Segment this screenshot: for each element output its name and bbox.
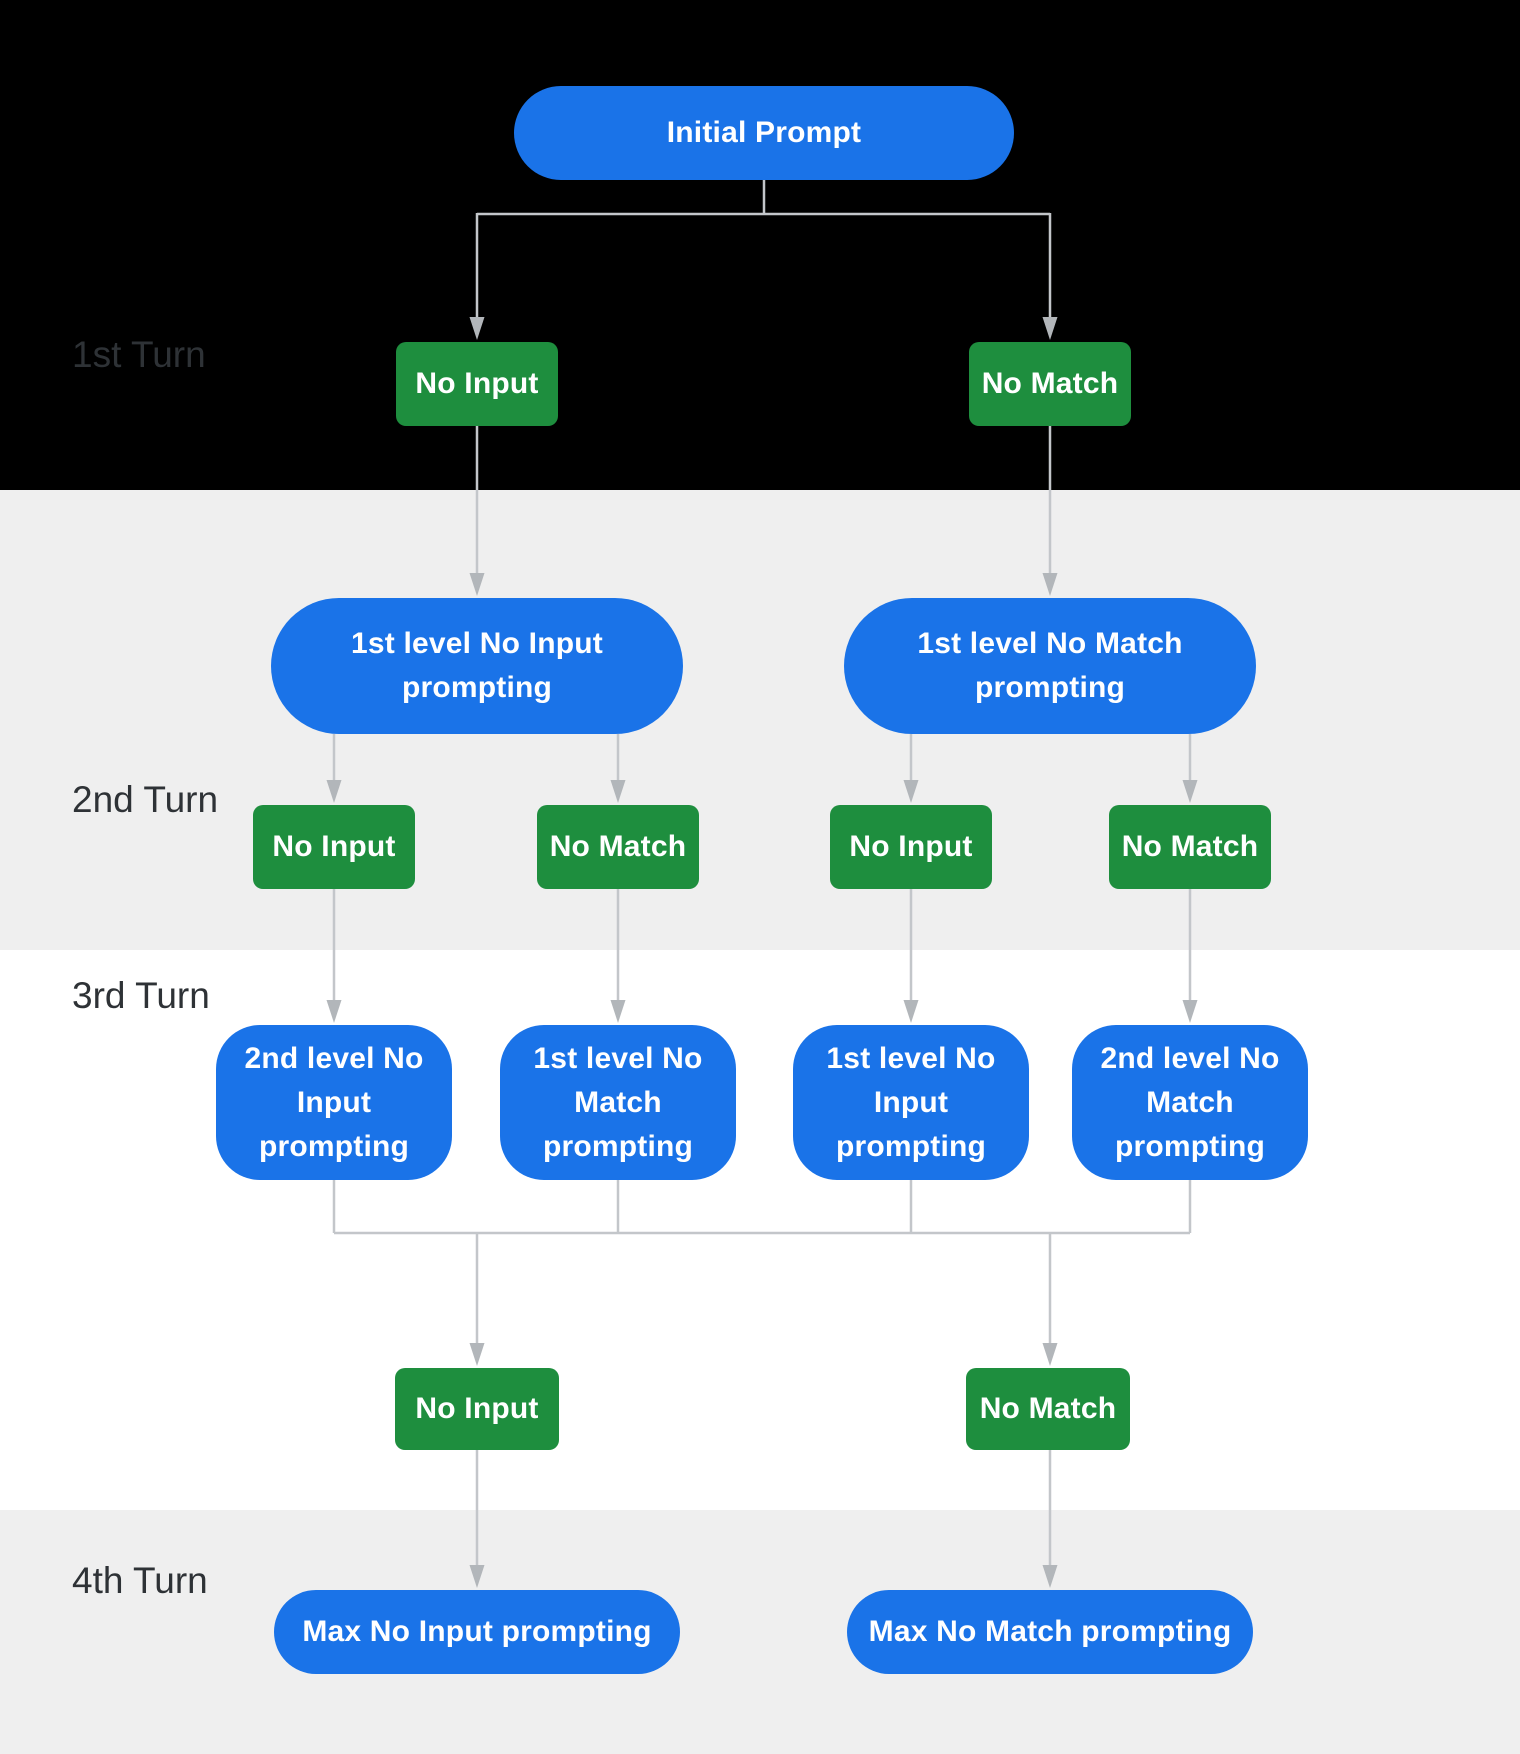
turn-label-3: 3rd Turn (72, 975, 210, 1016)
node-turn2-no-match-right: No Match (1109, 805, 1271, 889)
node-turn2-no-input-right: No Input (830, 805, 992, 889)
band-turn-4-gray (0, 1510, 1520, 1754)
node-turn2-no-match-left: No Match (537, 805, 699, 889)
node-turn3-2nd-level-no-input: 2nd level No Input prompting (216, 1025, 452, 1180)
node-level1-no-input-prompting: 1st level No Input prompting (271, 598, 683, 734)
node-turn3-2nd-level-no-match: 2nd level No Match prompting (1072, 1025, 1308, 1180)
node-turn2-no-input-left: No Input (253, 805, 415, 889)
node-turn4-no-input: No Input (395, 1368, 559, 1450)
node-level1-no-match-prompting: 1st level No Match prompting (844, 598, 1256, 734)
node-max-no-match-prompting: Max No Match prompting (847, 1590, 1253, 1674)
band-turn-1-dark (0, 0, 1520, 490)
node-initial-prompt: Initial Prompt (514, 86, 1014, 180)
node-turn3-1st-level-no-match: 1st level No Match prompting (500, 1025, 736, 1180)
turn-label-1: 1st Turn (72, 334, 206, 375)
node-turn4-no-match: No Match (966, 1368, 1130, 1450)
node-max-no-input-prompting: Max No Input prompting (274, 1590, 680, 1674)
node-turn1-no-match: No Match (969, 342, 1131, 426)
turn-label-2: 2nd Turn (72, 779, 219, 820)
node-turn1-no-input: No Input (396, 342, 558, 426)
node-turn3-1st-level-no-input: 1st level No Input prompting (793, 1025, 1029, 1180)
turn-label-4: 4th Turn (72, 1560, 208, 1601)
